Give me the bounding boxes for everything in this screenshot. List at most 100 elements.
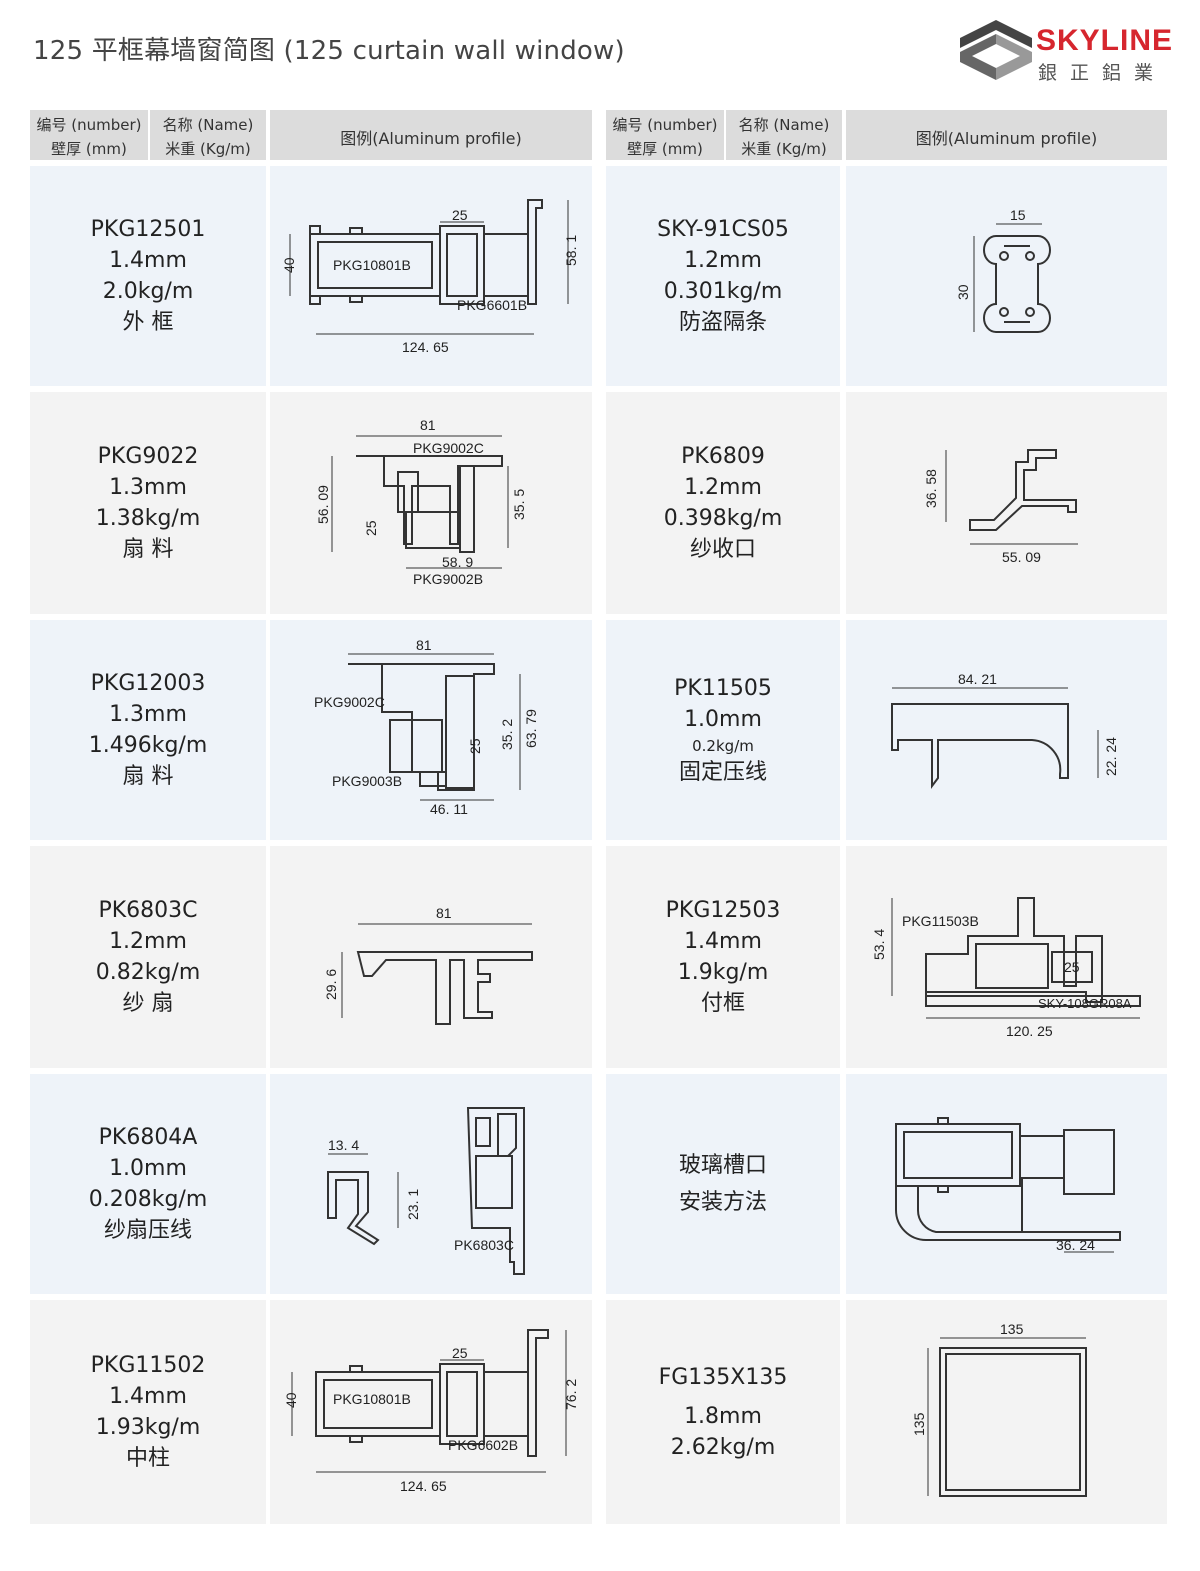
header-name: 名称 (Name) (162, 116, 254, 134)
profile-thickness: 1.3mm (109, 475, 187, 500)
profile-weight: 0.82kg/m (95, 960, 201, 985)
dim-top: 84. 21 (958, 671, 997, 687)
profile-name: 扇 料 (122, 764, 174, 789)
dim-part-a: PKG10801B (333, 257, 411, 273)
dim-top: 13. 4 (328, 1137, 359, 1153)
header-number: 编号 (number) (612, 116, 718, 134)
profile-info: PK6809 1.2mm 0.398kg/m 纱收口 (606, 392, 840, 614)
profile-drawing-pk11505: 84. 21 22. 24 (891, 671, 1119, 789)
profile-drawing-pkg12501: PKG10801B PKG6601B 25 124. 65 40 58. 1 (281, 199, 579, 355)
header-figure: 图例(Aluminum profile) (340, 129, 522, 148)
dim-bottom: 55. 09 (1002, 549, 1041, 565)
profile-code: PK11505 (674, 675, 772, 701)
page-title: 125 平框幕墙窗简图 (125 curtain wall window) (33, 36, 625, 66)
dim-part-a: PKG10801B (333, 1391, 411, 1407)
dim-top: 81 (416, 637, 432, 653)
dim-part-a: PKG9002C (314, 694, 385, 710)
header-name-cell: 名称 (Name) 米重 (Kg/m) (726, 110, 842, 160)
profile-info: PKG12003 1.3mm 1.496kg/m 扇 料 (30, 620, 266, 840)
profile-thickness: 1.2mm (684, 248, 762, 273)
profile-thickness: 1.2mm (109, 929, 187, 954)
profile-info: SKY-91CS05 1.2mm 0.301kg/m 防盗隔条 (606, 166, 840, 386)
dim-part-a: PKG11503B (902, 913, 979, 929)
dim-inner: 25 (363, 520, 379, 536)
profile-drawing-pkg9022: 81 PKG9002C 58. 9 PKG9002B 56. 09 25 35.… (315, 417, 527, 587)
profile-thickness: 1.4mm (109, 248, 187, 273)
profile-name: 扇 料 (122, 537, 174, 562)
brand-name: SKYLINE (1036, 24, 1174, 57)
profile-figure: PKG10801B PKG6602B 25 124. 65 40 76. 2 (270, 1300, 592, 1524)
profile-weight: 0.398kg/m (663, 506, 783, 531)
installation-drawing: 36. 24 (895, 1117, 1121, 1253)
header-number-cell: 编号 (number) 壁厚 (mm) (30, 110, 148, 160)
dim-width: 124. 65 (400, 1478, 447, 1494)
profile-drawing-pkg12503: PKG11503B 25 SKY-108GR08A 120. 25 53. 4 (871, 897, 1141, 1039)
profile-drawing-pkg11502: PKG10801B PKG6602B 25 124. 65 40 76. 2 (283, 1329, 579, 1494)
dim-part-b: PKG6602B (448, 1437, 518, 1453)
dim-top: 81 (420, 417, 436, 433)
profile-name: 外 框 (122, 310, 174, 335)
profile-code: PK6804A (98, 1125, 198, 1150)
profile-drawing-pk6803c: 81 29. 6 (323, 905, 533, 1025)
header-name-cell: 名称 (Name) 米重 (Kg/m) (150, 110, 266, 160)
dim-left: 29. 6 (323, 969, 339, 1000)
profile-thickness: 1.3mm (109, 702, 187, 727)
header-weight: 米重 (Kg/m) (165, 140, 251, 158)
profile-info: PKG11502 1.4mm 1.93kg/m 中柱 (30, 1300, 266, 1524)
dim-right: 22. 24 (1103, 737, 1119, 776)
header-weight: 米重 (Kg/m) (741, 140, 827, 158)
logo-mark-icon (960, 20, 1032, 80)
dim-top: 15 (1010, 207, 1026, 223)
profile-name: 纱收口 (689, 537, 756, 562)
brand-subtitle: 銀正鋁業 (1038, 62, 1167, 84)
profile-info: PK6804A 1.0mm 0.208kg/m 纱扇压线 (30, 1074, 266, 1294)
profile-name: 中柱 (125, 1446, 170, 1471)
header-figure-cell: 图例(Aluminum profile) (270, 110, 592, 160)
profile-weight: 0.2kg/m (692, 736, 754, 755)
profile-weight: 1.496kg/m (88, 733, 208, 758)
installation-title-1: 玻璃槽口 (678, 1153, 767, 1178)
profile-info: PKG12501 1.4mm 2.0kg/m 外 框 (30, 166, 266, 386)
dim-height: 40 (281, 257, 297, 273)
dim-width: 124. 65 (402, 339, 449, 355)
profile-code: PK6809 (681, 444, 765, 469)
dim-left: 135 (911, 1412, 927, 1436)
profile-weight: 0.301kg/m (663, 279, 783, 304)
dim-right: 76. 2 (563, 1379, 579, 1410)
profile-name: 防盗隔条 (678, 310, 767, 335)
dim-left: 36. 58 (923, 469, 939, 508)
profile-drawing-sky-91cs05: 15 30 (955, 207, 1051, 333)
dim-inner: 25 (452, 207, 468, 223)
dim-top: 135 (1000, 1321, 1024, 1337)
profile-figure: 81 29. 6 (270, 846, 592, 1068)
profile-info: PKG9022 1.3mm 1.38kg/m 扇 料 (30, 392, 266, 614)
profile-info: PK11505 1.0mm 0.2kg/m 固定压线 (606, 620, 840, 840)
profile-figure: 135 135 (846, 1300, 1167, 1524)
header-figure: 图例(Aluminum profile) (915, 129, 1098, 148)
profile-thickness: 1.8mm (684, 1403, 762, 1429)
dim-left: 30 (955, 284, 971, 300)
profile-thickness: 1.2mm (684, 475, 762, 500)
header-figure-cell: 图例(Aluminum profile) (846, 110, 1167, 160)
dim-inner: 25 (452, 1345, 468, 1361)
header-thickness: 壁厚 (mm) (627, 140, 703, 158)
dim-part-b: PKG6601B (457, 297, 527, 313)
profile-figure: 81 PKG9002C PKG9003B 46. 11 25 35. 2 63.… (270, 620, 592, 840)
dim-right: 63. 79 (523, 709, 539, 748)
profile-code: PKG9022 (97, 444, 199, 469)
profile-code: PKG12501 (90, 217, 206, 242)
profile-name: 付框 (700, 991, 745, 1016)
profile-thickness: 1.4mm (109, 1384, 187, 1409)
dim-top: 81 (436, 905, 452, 921)
profile-info: FG135X135 1.8mm 2.62kg/m (606, 1300, 840, 1524)
profile-name: 纱 扇 (122, 991, 174, 1016)
dim-inner: 25 (1064, 959, 1080, 975)
brand-logo: SKYLINE 銀正鋁業 (958, 18, 1178, 88)
profile-code: PKG12003 (90, 671, 206, 696)
profile-weight: 1.93kg/m (95, 1415, 201, 1440)
dim-height: 40 (283, 1392, 299, 1408)
profile-weight: 2.0kg/m (102, 279, 194, 304)
profile-code: PK6803C (98, 898, 198, 923)
header-thickness: 壁厚 (mm) (51, 140, 127, 158)
dim-right: 58. 1 (563, 235, 579, 266)
